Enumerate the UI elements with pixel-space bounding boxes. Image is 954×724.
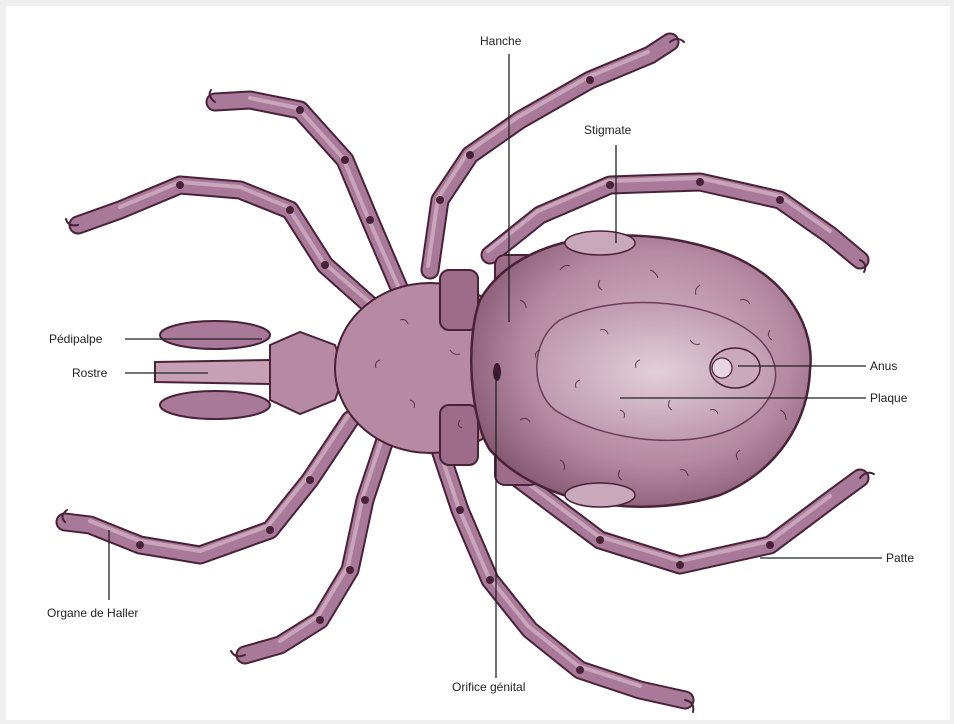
label-organe-de-haller: Organe de Haller xyxy=(47,606,138,620)
label-rostre: Rostre xyxy=(72,366,107,380)
rostrum-group xyxy=(155,321,345,419)
label-anus: Anus xyxy=(870,359,897,373)
label-pedipalpe: Pédipalpe xyxy=(49,332,102,346)
label-patte: Patte xyxy=(886,551,914,565)
label-orifice-genital: Orifice génital xyxy=(452,680,525,694)
label-hanche: Hanche xyxy=(480,34,521,48)
label-stigmate: Stigmate xyxy=(584,123,631,137)
opisthosoma xyxy=(471,231,810,507)
label-plaque: Plaque xyxy=(870,391,907,405)
